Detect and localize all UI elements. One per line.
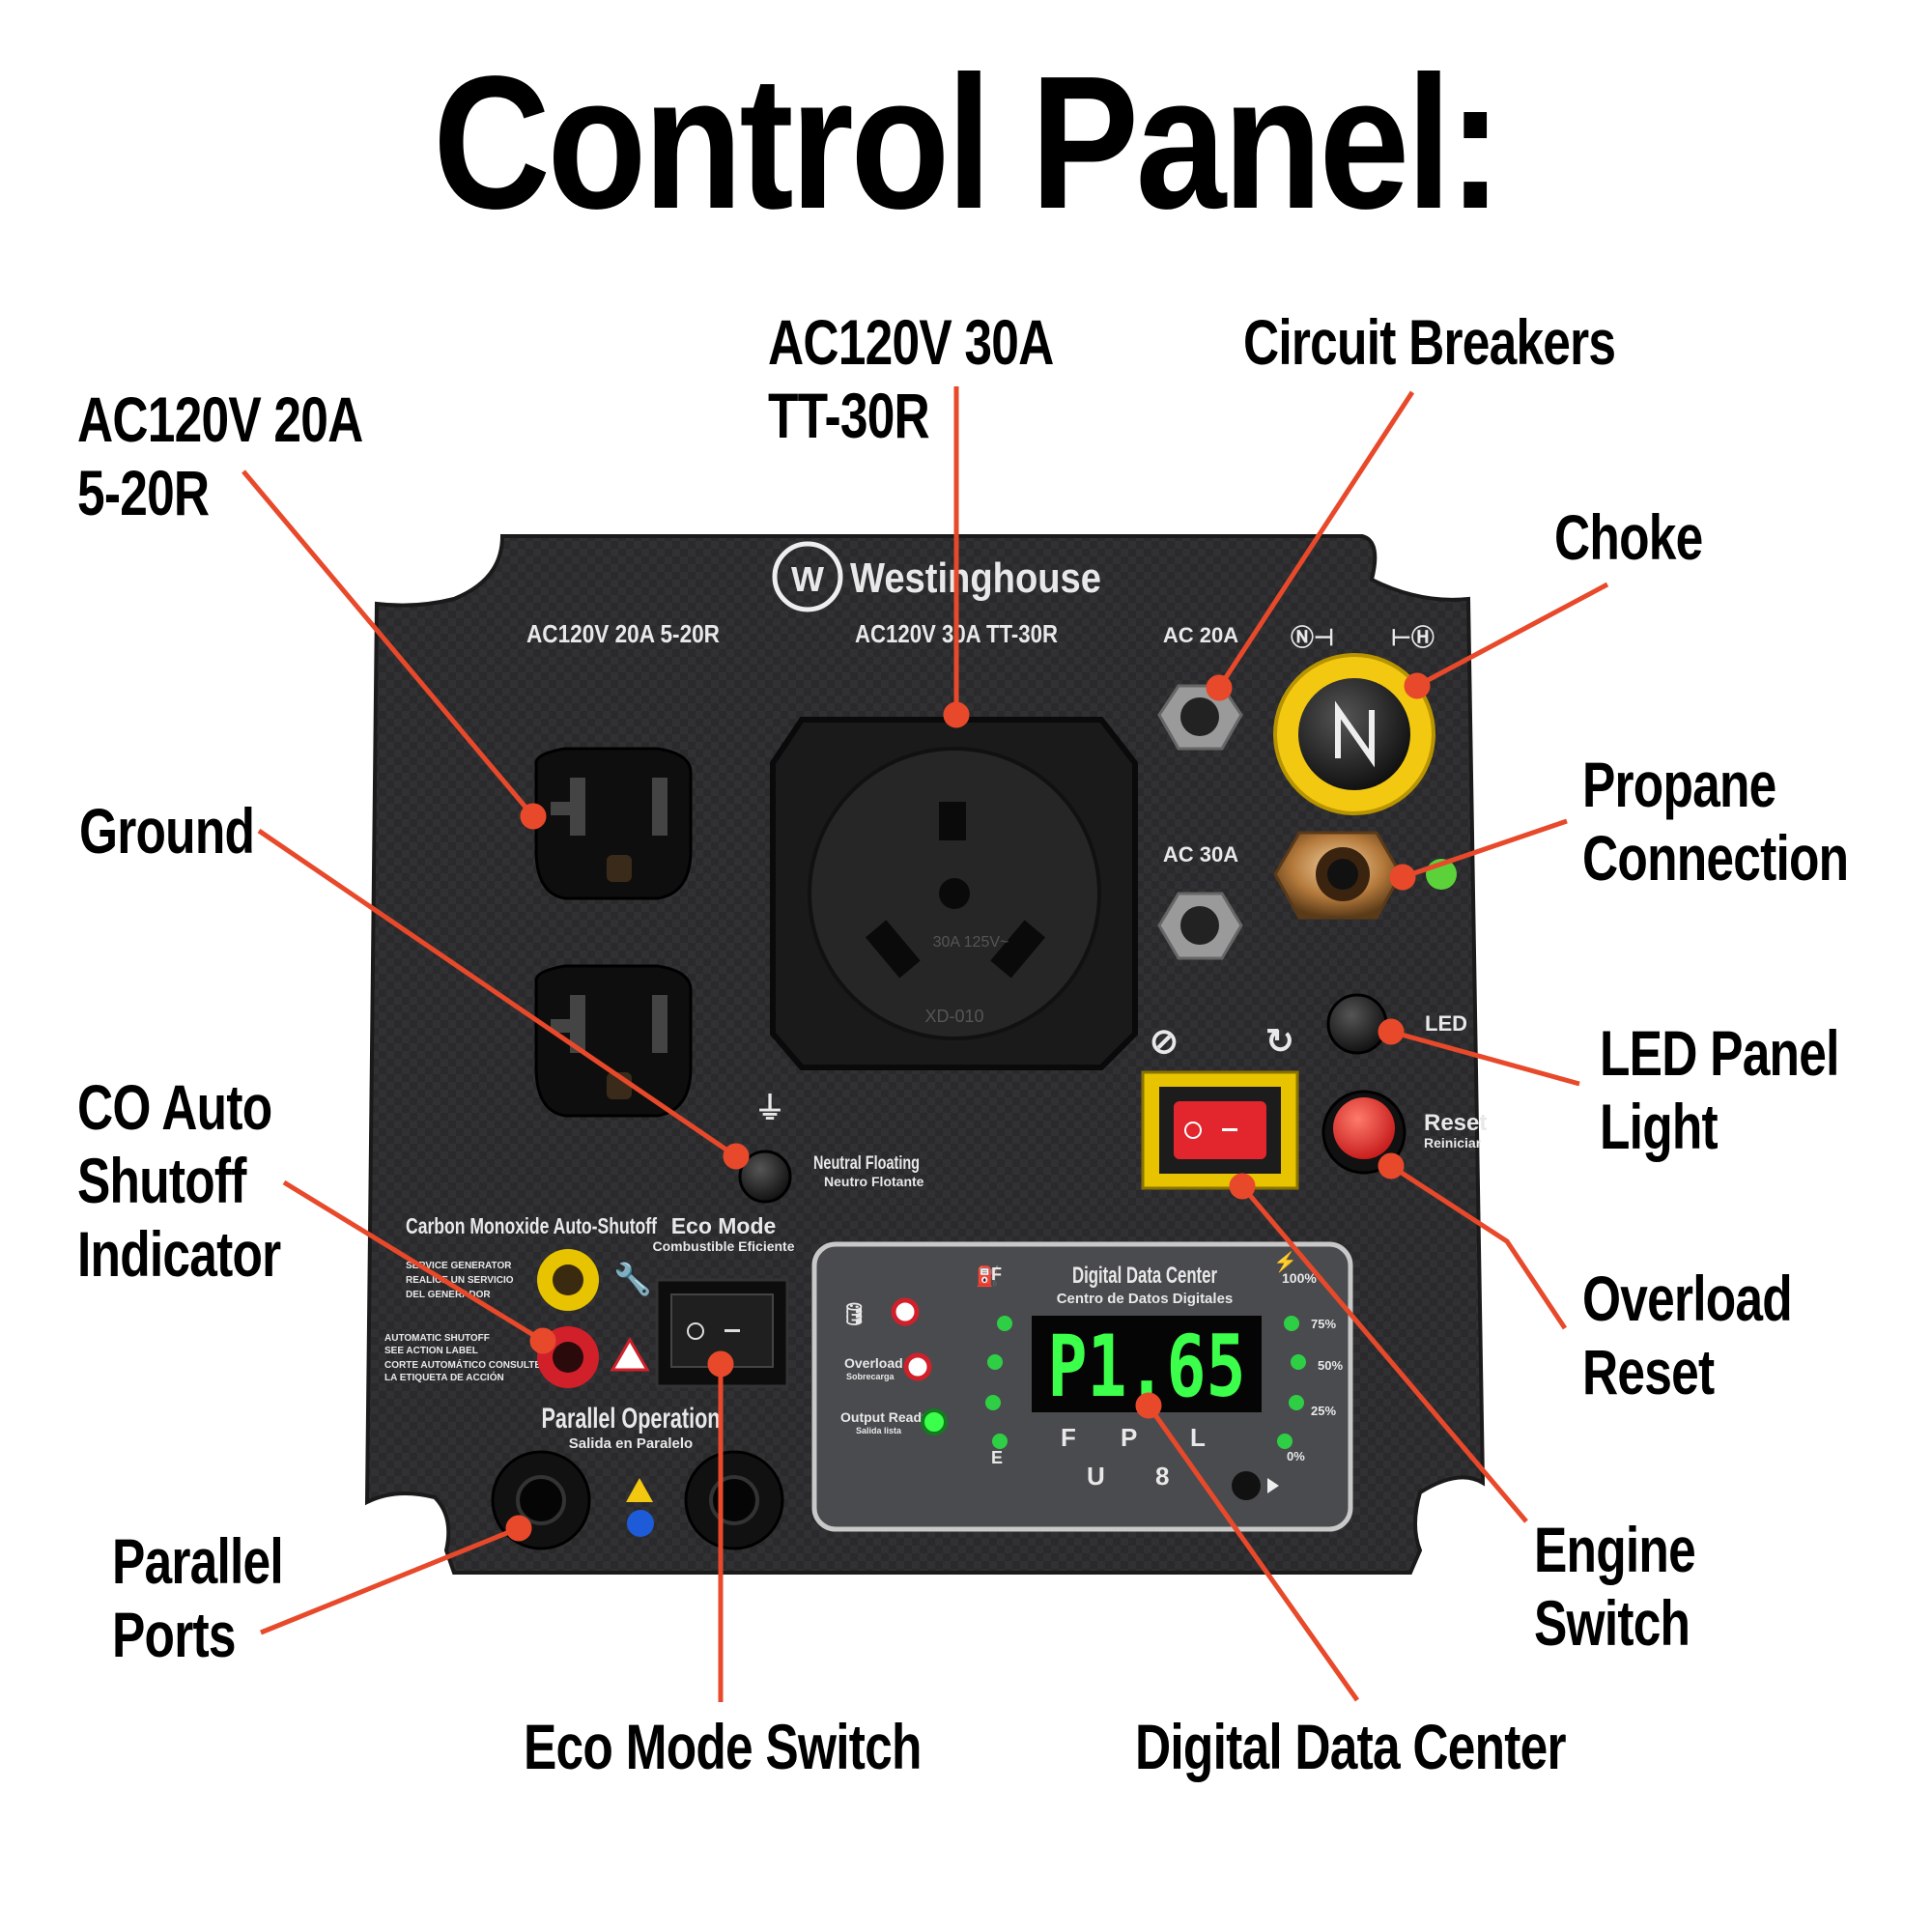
- propane-connection: [1273, 831, 1457, 920]
- oil-indicator: [891, 1297, 920, 1326]
- svg-text:SEE ACTION LABEL: SEE ACTION LABEL: [384, 1346, 478, 1356]
- overload-reset-button: [1333, 1097, 1395, 1159]
- ready-label: Output Ready: [840, 1409, 929, 1425]
- parallel-label: Parallel Operation: [542, 1403, 721, 1435]
- outlet30-label: AC120V 30A TT-30R: [855, 619, 1058, 648]
- callout-ddc: Digital Data Center: [1135, 1711, 1567, 1782]
- westinghouse-logo-icon: [772, 541, 843, 612]
- svg-text:LA ETIQUETA DE ACCIÓN: LA ETIQUETA DE ACCIÓN: [384, 1371, 504, 1383]
- propane-icon: [1426, 859, 1457, 890]
- mode-runtime: 8: [1155, 1462, 1169, 1491]
- svg-text:SERVICE GENERATOR: SERVICE GENERATOR: [406, 1261, 512, 1271]
- mode-fuel-time: F: [1061, 1423, 1076, 1452]
- neutral-es-label: Neutro Flotante: [824, 1174, 924, 1189]
- caution-icon: [626, 1478, 653, 1502]
- fuel-full-label: F: [991, 1264, 1002, 1284]
- manual-icon: [627, 1510, 654, 1537]
- reset-label: Reset: [1424, 1110, 1487, 1136]
- outlet20-label: AC120V 20A 5-20R: [526, 619, 720, 648]
- choke-on-icon: ⊢Ⓗ: [1391, 624, 1435, 651]
- svg-text:30A 125V~: 30A 125V~: [933, 934, 1009, 951]
- parallel-es-label: Salida en Paralelo: [569, 1435, 693, 1452]
- digital-data-center: Digital Data Center Centro de Datos Digi…: [811, 1241, 1353, 1532]
- breaker30-label: AC 30A: [1163, 842, 1238, 867]
- breaker-30a: [1157, 892, 1243, 960]
- svg-text:Salida lista: Salida lista: [856, 1426, 902, 1435]
- fuel-empty-label: E: [991, 1448, 1003, 1467]
- led-light-button: [1326, 993, 1388, 1055]
- callout-eco: Eco Mode Switch: [524, 1711, 922, 1782]
- mode-voltage: U: [1087, 1462, 1105, 1491]
- svg-text:W: W: [791, 559, 824, 599]
- callout-choke: Choke: [1554, 501, 1703, 573]
- neutral-label: Neutral Floating: [813, 1153, 920, 1174]
- parallel-port-left: [491, 1450, 591, 1550]
- svg-text:0%: 0%: [1287, 1449, 1305, 1463]
- callout-overload: Overload Reset: [1582, 1263, 1793, 1407]
- ready-indicator: [921, 1408, 948, 1435]
- choke-off-icon: Ⓝ⊣: [1291, 624, 1334, 651]
- wrench-icon: 🔧: [613, 1261, 652, 1296]
- svg-text:XD-010: XD-010: [924, 1007, 983, 1026]
- outlet-5-20r-top: [534, 747, 693, 900]
- eco-mode-switch: [655, 1278, 789, 1388]
- oil-icon: 🛢: [840, 1302, 867, 1326]
- engine-on-icon: ↻: [1265, 1021, 1294, 1061]
- callout-ac30: AC120V 30A TT-30R: [768, 306, 1054, 451]
- ddc-title: Digital Data Center: [1072, 1263, 1217, 1289]
- warning-icon: [610, 1337, 650, 1372]
- ddc-mode-button: [1232, 1471, 1261, 1500]
- svg-text:Sobrecarga: Sobrecarga: [846, 1372, 895, 1381]
- breaker-20a: [1157, 684, 1243, 751]
- callout-breakers: Circuit Breakers: [1243, 306, 1616, 378]
- overload-label: Overload: [844, 1355, 903, 1371]
- engine-off-icon: ⊘: [1150, 1021, 1179, 1061]
- ddc-es-title: Centro de Datos Digitales: [1057, 1291, 1234, 1307]
- lcd-readout: P1.65: [1048, 1317, 1246, 1416]
- eco-label: Eco Mode: [671, 1213, 777, 1238]
- page-title: Control Panel:: [433, 37, 1502, 248]
- callout-led: LED Panel Light: [1600, 1017, 1839, 1162]
- mode-fuel-level: L: [1190, 1423, 1206, 1452]
- fuel-icon: ⛽: [976, 1264, 1000, 1288]
- callout-co: CO Auto Shutoff Indicator: [77, 1071, 281, 1290]
- reset-es-label: Reiniciar: [1424, 1135, 1482, 1151]
- engine-switch: [1141, 1070, 1299, 1190]
- led-label: LED: [1425, 1011, 1467, 1036]
- co-title: Carbon Monoxide Auto-Shutoff: [406, 1213, 657, 1238]
- eco-es-label: Combustible Eficiente: [652, 1238, 794, 1254]
- panel-brand: Westinghouse: [850, 554, 1101, 602]
- outlet-5-20r-bottom: [534, 964, 693, 1118]
- ground-symbol-icon: ⏚: [754, 1091, 785, 1125]
- svg-text:AUTOMATIC SHUTOFF: AUTOMATIC SHUTOFF: [384, 1333, 490, 1344]
- svg-text:REALICE UN SERVICIO: REALICE UN SERVICIO: [406, 1275, 514, 1286]
- svg-text:CORTE AUTOMÁTICO CONSULTE: CORTE AUTOMÁTICO CONSULTE: [384, 1358, 541, 1371]
- breaker20-label: AC 20A: [1163, 623, 1238, 647]
- callout-propane: Propane Connection: [1582, 749, 1849, 894]
- svg-text:DEL GENERADOR: DEL GENERADOR: [406, 1290, 491, 1300]
- callout-ground: Ground: [79, 795, 255, 867]
- svg-text:50%: 50%: [1318, 1358, 1343, 1373]
- mode-power: P: [1121, 1423, 1137, 1452]
- overload-indicator: [903, 1352, 932, 1381]
- parallel-port-right: [684, 1450, 784, 1550]
- callout-parallel: Parallel Ports: [112, 1525, 284, 1670]
- svg-text:100%: 100%: [1282, 1270, 1317, 1286]
- svg-text:75%: 75%: [1311, 1317, 1336, 1331]
- ground-terminal: [738, 1150, 792, 1204]
- svg-text:25%: 25%: [1311, 1404, 1336, 1418]
- callout-engine: Engine Switch: [1534, 1514, 1696, 1659]
- tt30r-receptacle: XD-010 30A 125V~: [770, 717, 1138, 1070]
- callout-ac20: AC120V 20A 5-20R: [77, 384, 363, 528]
